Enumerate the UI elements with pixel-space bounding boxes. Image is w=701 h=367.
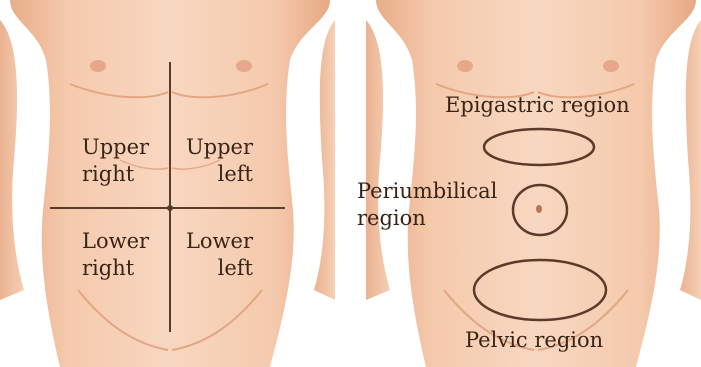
label-lower-left: Lower left — [176, 231, 253, 279]
left-torso — [0, 0, 335, 367]
label-upper-right: Upper right — [82, 137, 149, 185]
label-lower-right: Lower right — [82, 231, 149, 279]
label-periumbilical-region: Periumbilical region — [357, 181, 497, 229]
label-pelvic-region: Pelvic region — [465, 330, 603, 351]
label-epigastric-region: Epigastric region — [445, 95, 630, 116]
label-upper-left: Upper left — [176, 137, 253, 185]
